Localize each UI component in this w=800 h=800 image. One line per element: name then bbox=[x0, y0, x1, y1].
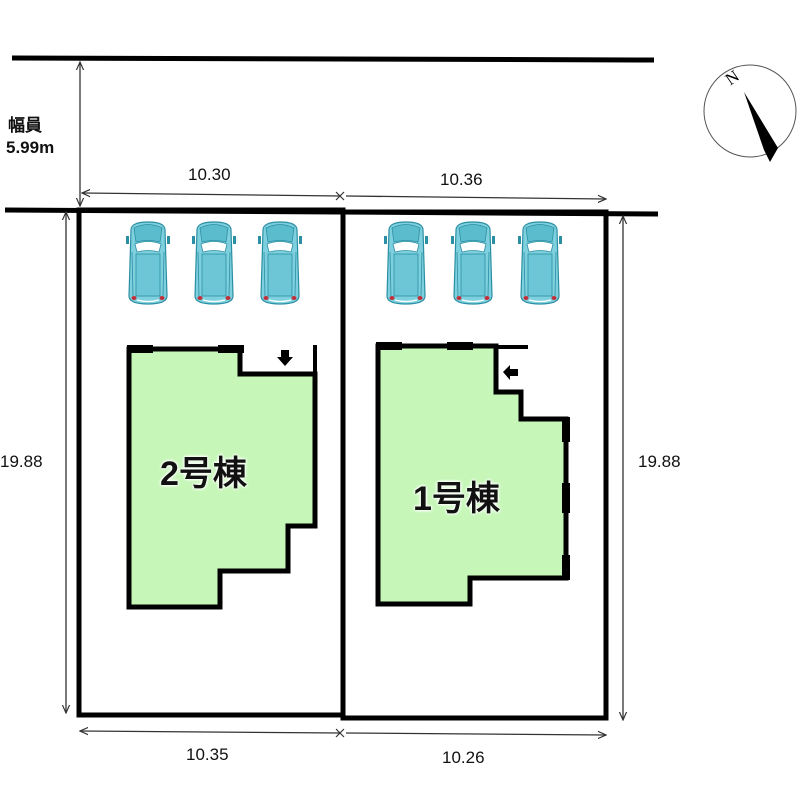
north-arrow-icon: N bbox=[703, 64, 797, 162]
car-topview-icon bbox=[191, 221, 237, 305]
lot-boundary-1 bbox=[340, 209, 609, 721]
building-1-label: 1号棟 bbox=[413, 480, 500, 518]
dim-line-bottom-lot2 bbox=[80, 731, 341, 733]
car-topview-icon bbox=[450, 221, 496, 305]
road-far-edge bbox=[11, 55, 655, 63]
lot2-depth-dimension: 19.88 bbox=[0, 452, 43, 471]
lot2-rear-dimension: 10.35 bbox=[186, 745, 229, 764]
entrance-arrow-icon bbox=[503, 365, 518, 380]
building-2-label: 2号棟 bbox=[160, 455, 247, 493]
building-2-footprint bbox=[126, 345, 318, 610]
building-1-footprint bbox=[375, 342, 570, 607]
dim-line-bottom-lot1 bbox=[345, 733, 606, 735]
entrance-arrow-icon bbox=[277, 350, 293, 366]
dim-line-top-lot1 bbox=[345, 196, 606, 199]
lot1-frontage-dimension: 10.36 bbox=[440, 170, 483, 189]
car-topview-icon bbox=[257, 221, 303, 305]
lot1-rear-dimension: 10.26 bbox=[442, 748, 485, 767]
lot2-frontage-dimension: 10.30 bbox=[188, 165, 231, 184]
parking-lot2 bbox=[125, 221, 303, 305]
road-width-label: 幅員 bbox=[8, 116, 42, 135]
road-width-value: 5.99m bbox=[6, 138, 55, 157]
dim-line-top-lot2 bbox=[82, 193, 341, 196]
parking-lot1 bbox=[383, 221, 563, 305]
car-topview-icon bbox=[383, 221, 429, 305]
lot1-depth-dimension: 19.88 bbox=[638, 452, 681, 471]
car-topview-icon bbox=[517, 221, 563, 305]
car-topview-icon bbox=[125, 221, 171, 305]
